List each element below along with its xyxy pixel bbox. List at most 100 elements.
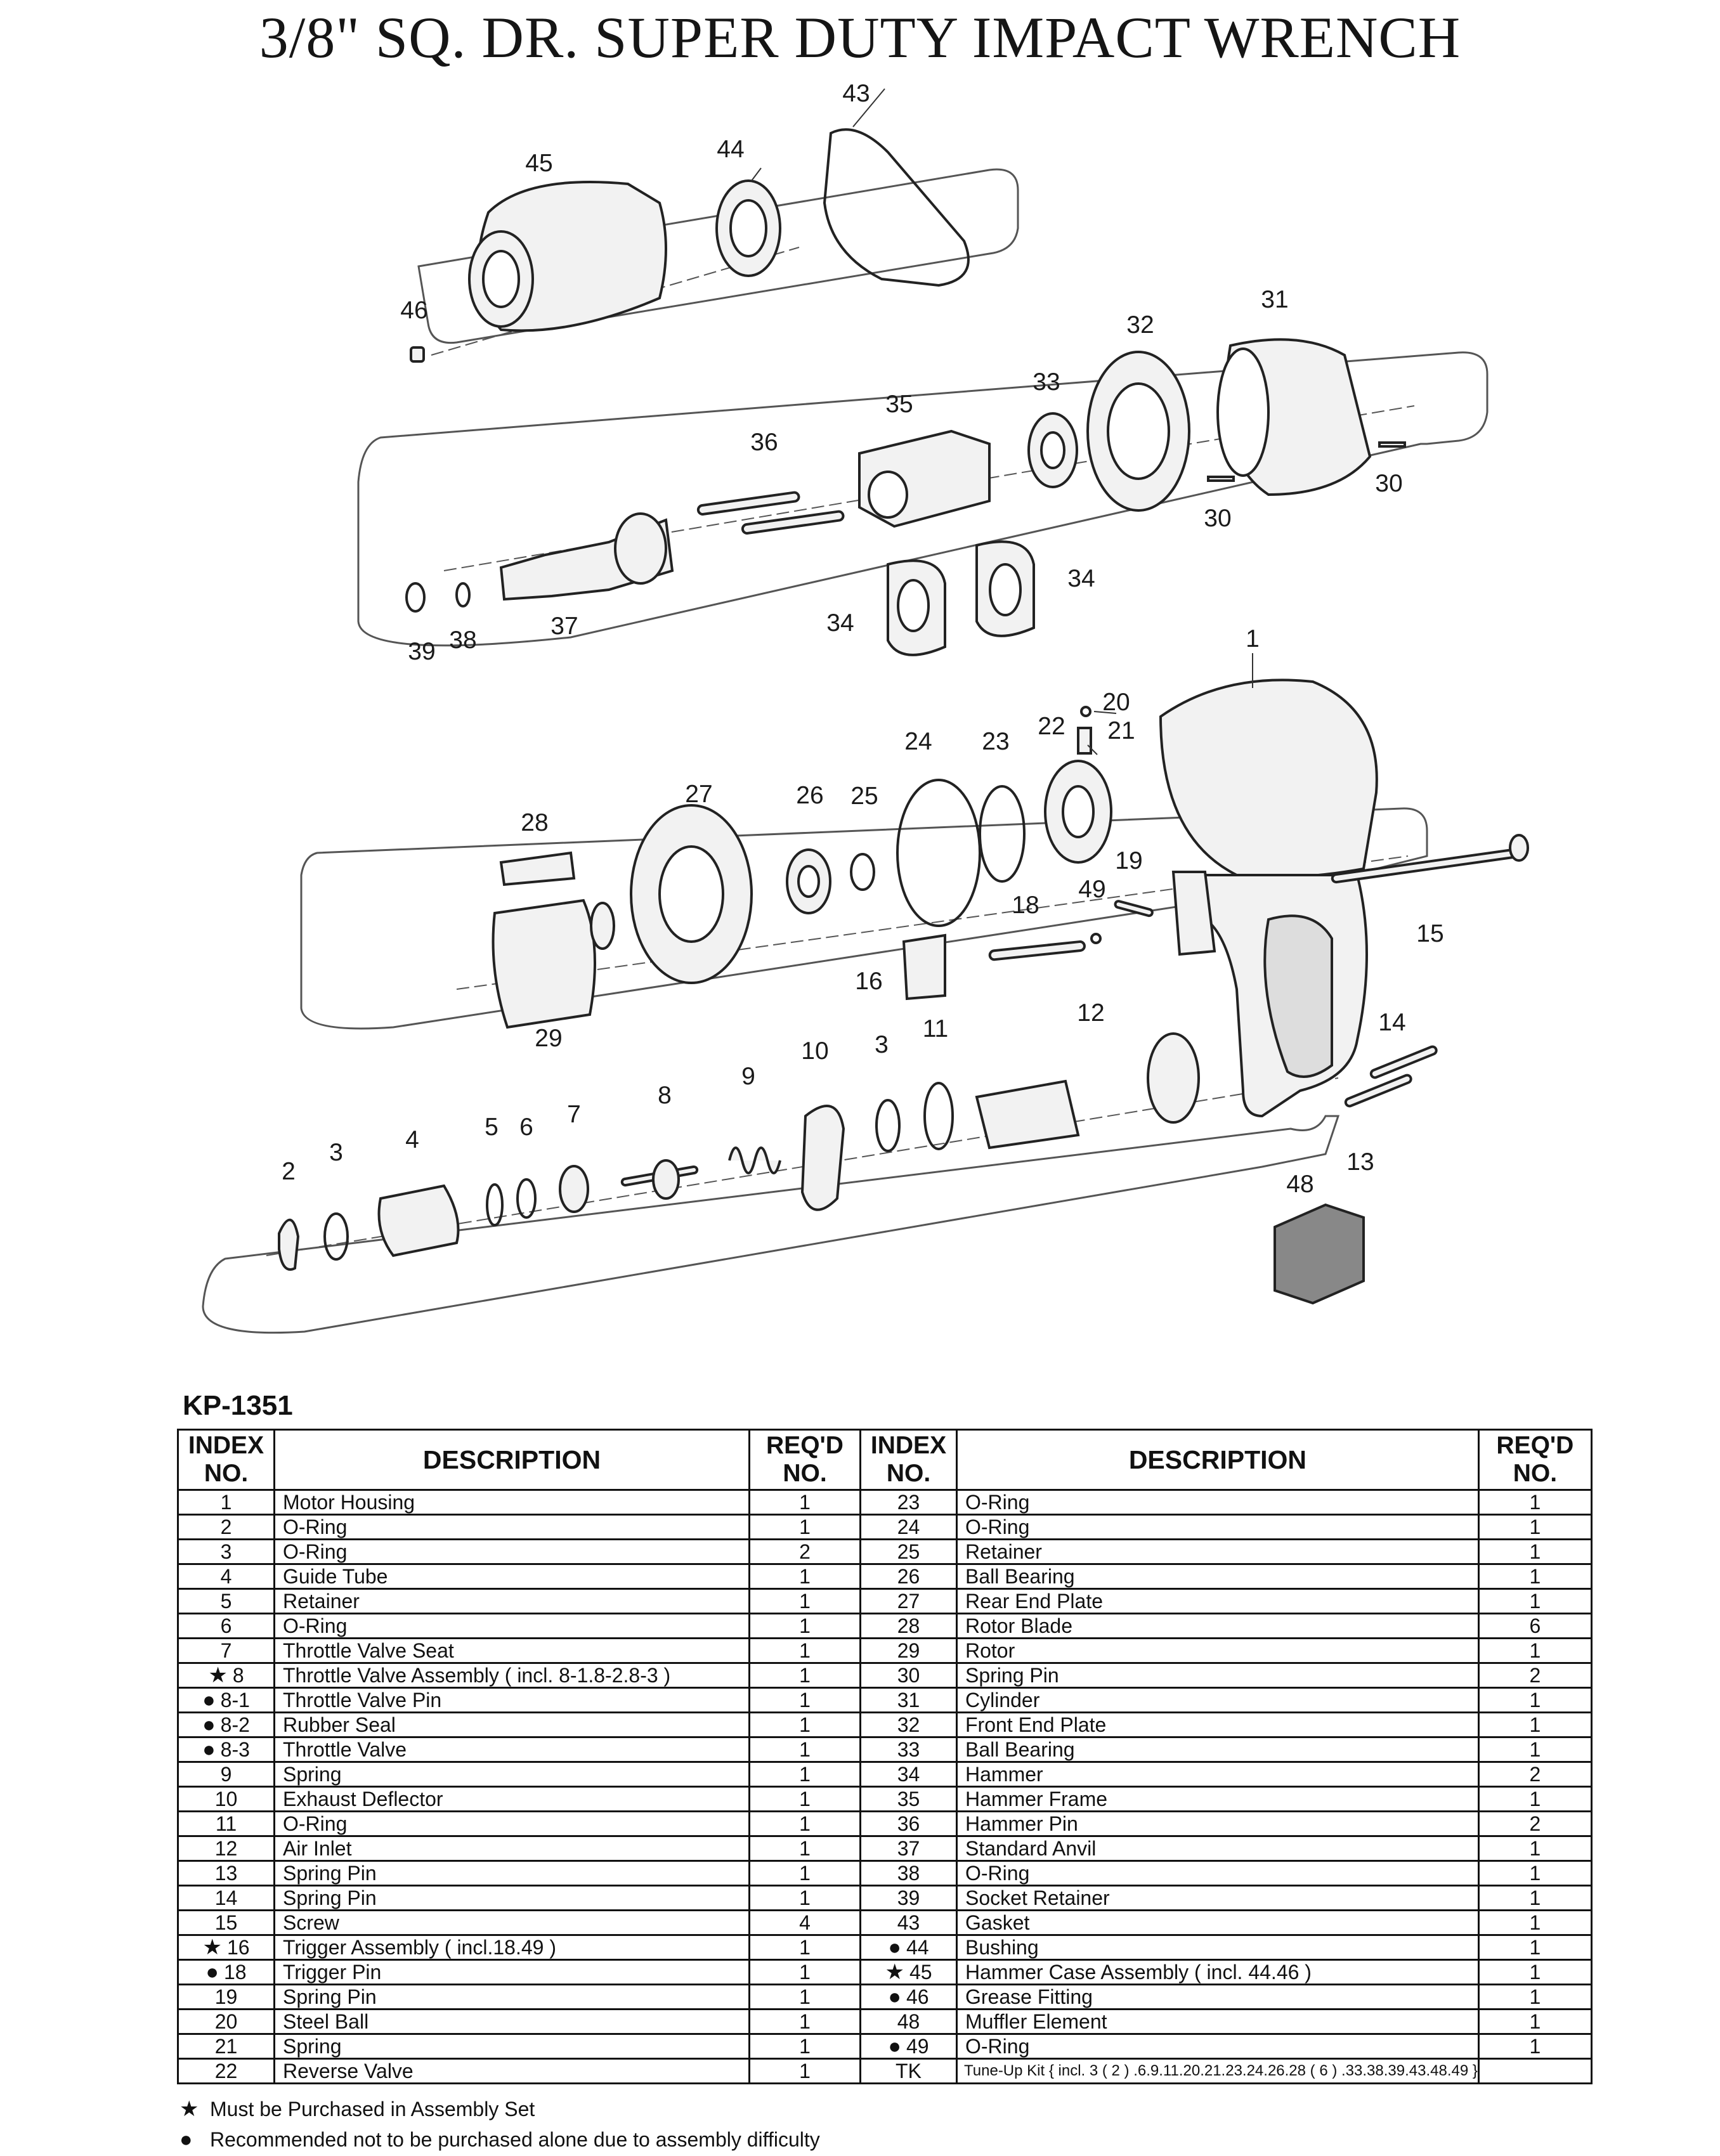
cell-reqd-left: 1 — [748, 1613, 861, 1639]
part-hammer-pin-a — [696, 491, 800, 516]
callout-label: 2 — [282, 1158, 296, 1185]
callout-label: 44 — [717, 136, 744, 163]
cell-reqd-right: 1 — [1477, 1637, 1593, 1664]
cell-index-left: 1 — [177, 1489, 275, 1516]
cell-reqd-left: 1 — [748, 1588, 861, 1614]
cell-reqd-left: 1 — [748, 1711, 861, 1738]
cell-description-left: Guide Tube — [273, 1563, 750, 1590]
part-reverse-switch — [1171, 871, 1216, 956]
callout-label: 14 — [1378, 1009, 1405, 1036]
cell-reqd-right: 1 — [1477, 1563, 1593, 1590]
page-title: 3/8" SQ. DR. SUPER DUTY IMPACT WRENCH — [259, 5, 1461, 70]
cell-reqd-left: 1 — [748, 2058, 861, 2084]
cell-index-right: 33 — [859, 1736, 958, 1763]
cell-reqd-left: 2 — [748, 1538, 861, 1565]
cell-description-right: Front End Plate — [956, 1711, 1480, 1738]
diagram-labels — [751, 88, 1253, 755]
cell-description-right: Ball Bearing — [956, 1736, 1480, 1763]
cell-description-right: Hammer Frame — [956, 1786, 1480, 1812]
cell-index-right: 23 — [859, 1489, 958, 1516]
part-rotor-blade — [499, 851, 576, 886]
cell-description-left: Throttle Valve Assembly ( incl. 8-1.8-2.… — [273, 1662, 750, 1689]
cell-description-right: O-Ring — [956, 2033, 1480, 2060]
part-socket-retainer — [405, 582, 426, 613]
axis-outline-hammer — [357, 351, 1489, 647]
cell-index-left: 7 — [177, 1637, 275, 1664]
cell-description-right: Retainer — [956, 1538, 1480, 1565]
cell-reqd-right: 1 — [1477, 1909, 1593, 1936]
cell-reqd-right: 1 — [1477, 1885, 1593, 1911]
part-gasket — [823, 128, 970, 287]
cell-reqd-left: 4 — [748, 1909, 861, 1936]
legend-text: Recommended not to be purchased alone du… — [210, 2128, 820, 2151]
callout-label: 1 — [1246, 625, 1260, 653]
callout-label: 46 — [400, 297, 427, 324]
part-air-inlet-cap — [1147, 1032, 1200, 1124]
cell-index-left: 5 — [177, 1588, 275, 1614]
cell-description-left: Spring Pin — [273, 1984, 750, 2010]
cell-description-right: Gasket — [956, 1909, 1480, 1936]
part-hammer-pin-b — [741, 510, 845, 535]
cell-description-left: Exhaust Deflector — [273, 1786, 750, 1812]
callout-label: 25 — [850, 783, 878, 810]
cell-index-left: 21 — [177, 2033, 275, 2060]
cell-index-left: 20 — [177, 2008, 275, 2035]
part-o-ring-2 — [278, 1218, 300, 1271]
cell-reqd-right: 2 — [1477, 1810, 1593, 1837]
part-trigger — [902, 933, 946, 1001]
part-spring-pin-19 — [1114, 900, 1154, 918]
cell-description-left: Spring — [273, 2033, 750, 2060]
cell-description-right: Bushing — [956, 1934, 1480, 1961]
cell-index-left: ★8 — [177, 1662, 275, 1689]
cell-reqd-left: 1 — [748, 1934, 861, 1961]
callout-label: 22 — [1038, 713, 1065, 740]
cell-index-left: 22 — [177, 2058, 275, 2084]
callout-label: 26 — [796, 782, 823, 809]
cell-description-right: Rotor — [956, 1637, 1480, 1664]
callout-label: 11 — [923, 1015, 949, 1042]
callout-label: 45 — [525, 150, 552, 177]
callout-label: 24 — [904, 728, 932, 755]
legend: ★Must be Purchased in Assembly Set ● Recom… — [179, 2094, 820, 2155]
axis-outline-motor — [300, 807, 1428, 1030]
part-steel-ball — [1080, 706, 1091, 717]
cell-reqd-left: 1 — [748, 1786, 861, 1812]
cell-description-right: O-Ring — [956, 1514, 1480, 1540]
legend-text: Must be Purchased in Assembly Set — [210, 2098, 535, 2120]
cell-index-right: 27 — [859, 1588, 958, 1614]
cell-index-right: 39 — [859, 1885, 958, 1911]
part-retainer-5 — [486, 1183, 504, 1226]
legend-item: ★Must be Purchased in Assembly Set — [179, 2094, 820, 2124]
cell-description-left: Throttle Valve Seat — [273, 1637, 750, 1664]
cell-description-left: O-Ring — [273, 1613, 750, 1639]
part-motor-housing — [1159, 679, 1378, 879]
part-throttle-valve-seat — [559, 1165, 589, 1213]
cell-index-left: 11 — [177, 1810, 275, 1837]
cell-description-right: Cylinder — [956, 1687, 1480, 1713]
callout-label: 4 — [405, 1126, 419, 1153]
cell-reqd-right: 1 — [1477, 2008, 1593, 2035]
cell-description-left: Motor Housing — [273, 1489, 750, 1516]
cell-index-right: 31 — [859, 1687, 958, 1713]
cell-index-right: 35 — [859, 1786, 958, 1812]
dot-marker-icon: ● — [888, 1985, 901, 2009]
cell-index-right: 48 — [859, 2008, 958, 2035]
cell-description-right: Ball Bearing — [956, 1563, 1480, 1590]
cell-description-left: Throttle Valve Pin — [273, 1687, 750, 1713]
dot-marker-icon: ● — [179, 2127, 193, 2152]
callout-label: 20 — [1102, 689, 1130, 716]
part-o-ring-24 — [896, 779, 981, 927]
callout-label: 10 — [801, 1037, 828, 1065]
